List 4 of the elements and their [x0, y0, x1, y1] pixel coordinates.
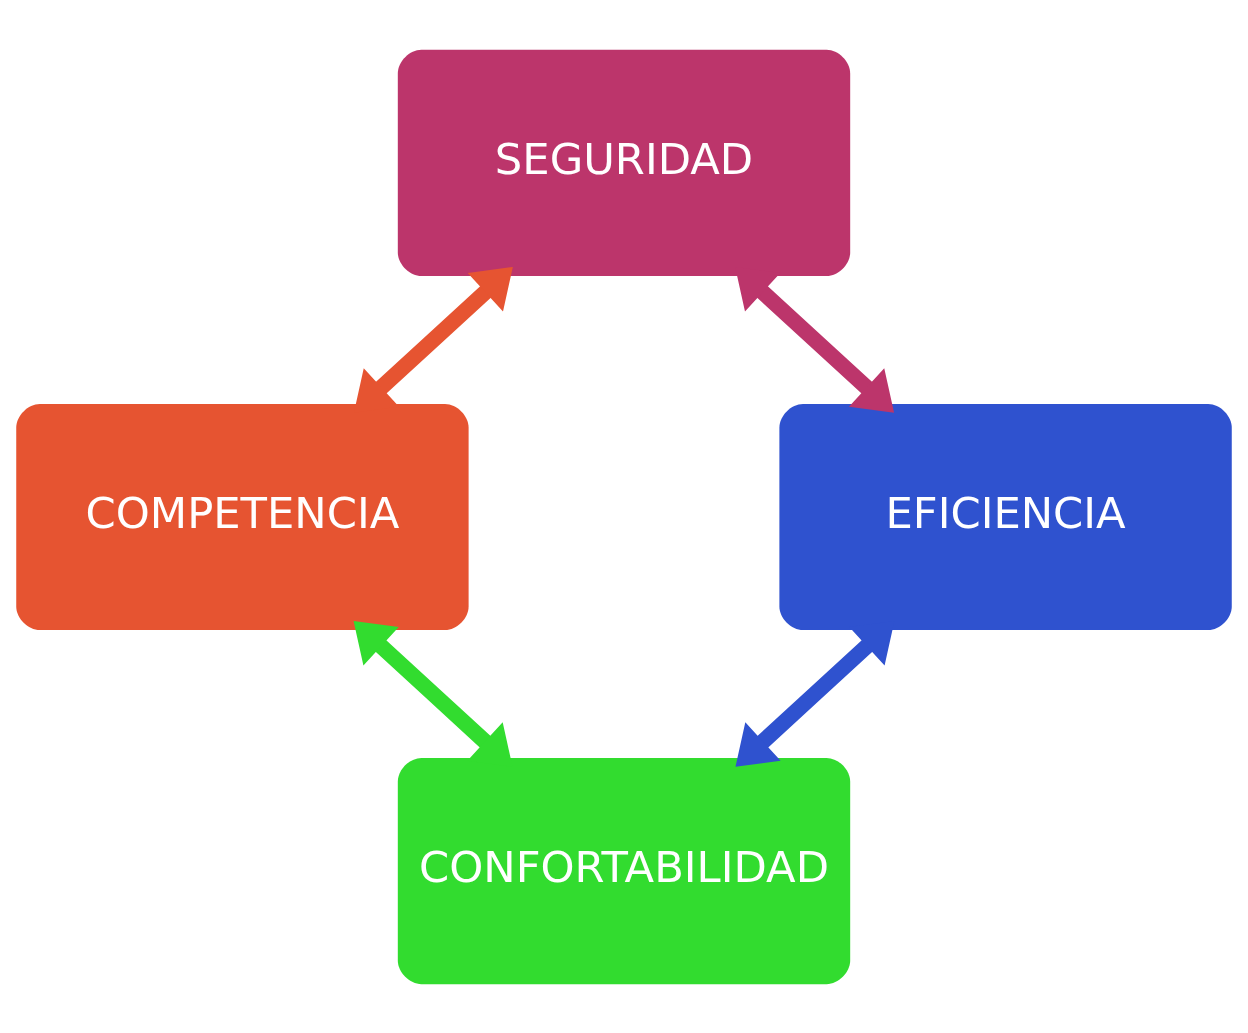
node-box: CONFORTABILIDAD: [397, 757, 851, 984]
node-box: SEGURIDAD: [397, 49, 851, 276]
node-box: COMPETENCIA: [16, 403, 469, 630]
node-box: EFICIENCIA: [779, 403, 1232, 630]
